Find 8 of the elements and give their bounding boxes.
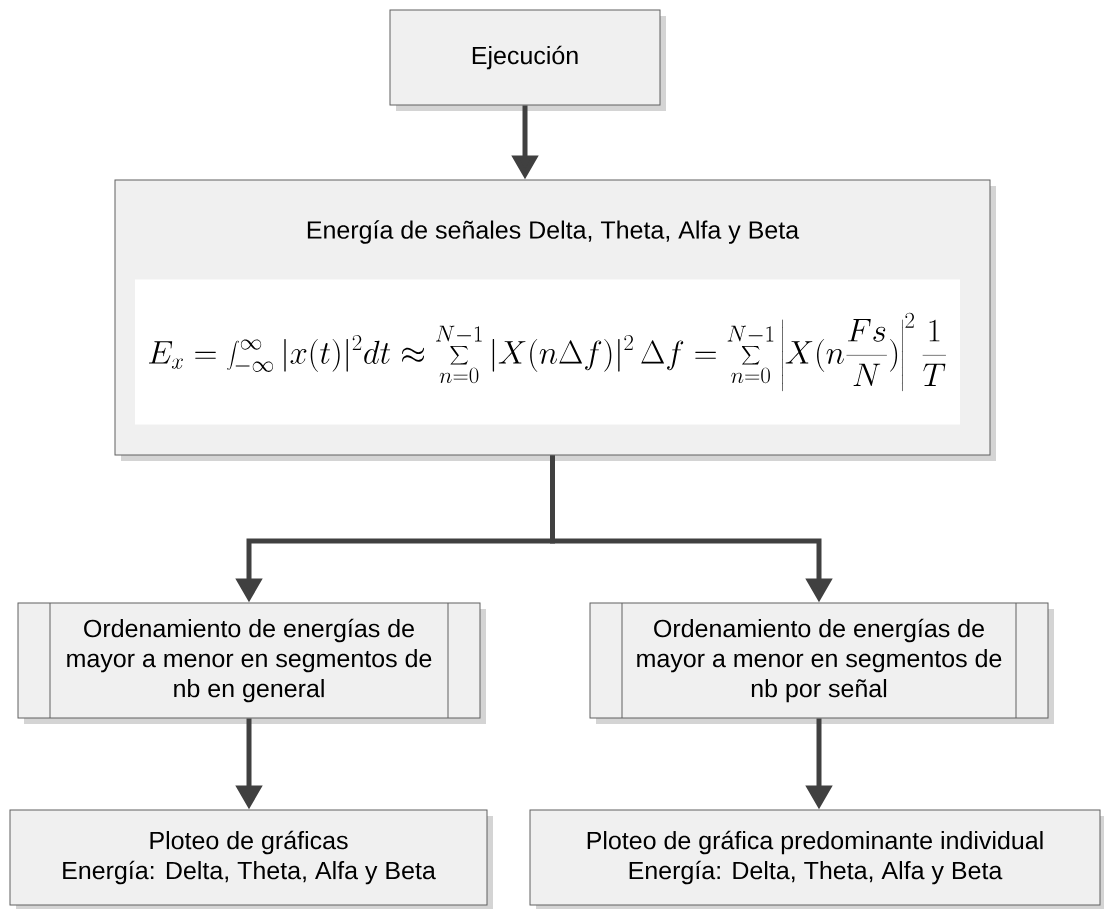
process-box: Ejecución xyxy=(389,9,666,111)
formula-panel: $E_x = \int_{-\infty}^{\infty} |x(t)|^2 dt \approx \sum_{n=0}^{N-1} |X(n\Delta f)|^2 \,\Delta f = \sum_{n=0}^{N-1} \left|X(n\frac{Fs}{N})\right|^2 \frac{1}{T}$ xyxy=(135,279,960,425)
box-heading: Energía de señales Delta, Theta, Alfa y Beta xyxy=(307,220,800,244)
subprocess-box: Ordenamiento de energías de mayor a menor en segmentos de nb en general xyxy=(17,602,486,724)
process-box xyxy=(114,179,996,461)
subprocess-box: Ordenamiento de energías de mayor a menor en segmentos de nb por señal xyxy=(589,602,1054,724)
process-box: Ploteo de gráficas Energía: Delta, Theta, Alfa y Beta xyxy=(9,809,493,909)
process-box: Ploteo de gráfica predominante individual Energía: Delta, Theta, Alfa y Beta xyxy=(529,809,1104,909)
